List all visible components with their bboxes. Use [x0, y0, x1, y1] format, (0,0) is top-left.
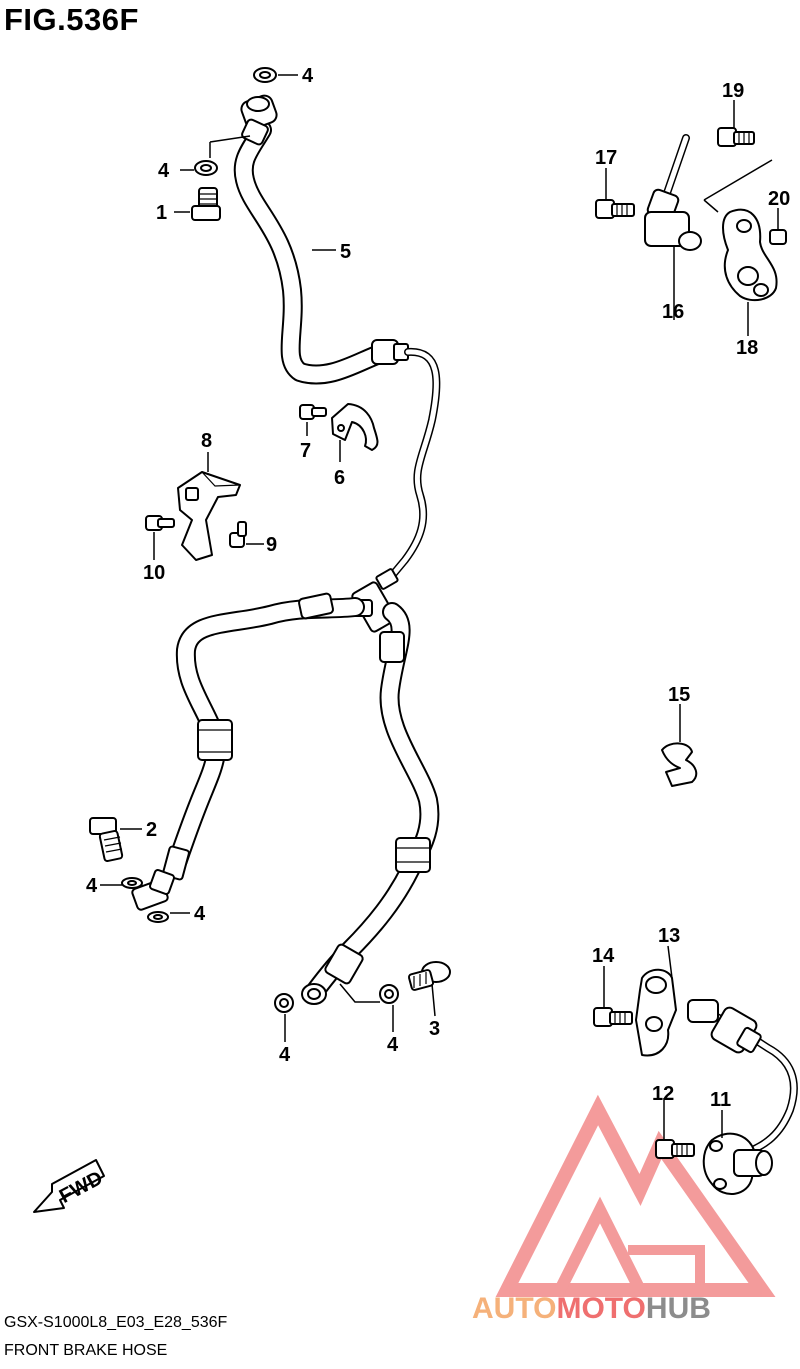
wheel-speed-sensor-11 — [687, 999, 798, 1195]
bolt-19 — [717, 127, 755, 147]
callout-2: 2 — [146, 819, 157, 841]
pin-20 — [769, 229, 787, 245]
callout-12: 12 — [652, 1083, 674, 1105]
right-lower-brake-hose — [301, 602, 440, 1005]
callout-4-left-1: 4 — [86, 875, 98, 897]
figure-title: FIG.536F — [4, 2, 139, 37]
watermark-hub: HUB — [646, 1292, 711, 1325]
callout-4-left-2: 4 — [194, 903, 206, 925]
leader-lines — [100, 74, 779, 1140]
model-code: GSX-S1000L8_E03_E28_536F — [4, 1314, 228, 1331]
callout-labels: 4 4 1 5 7 6 8 9 10 2 4 4 4 4 3 15 16 17 … — [86, 65, 790, 1111]
hose-clamp-6 — [331, 403, 379, 451]
callout-11: 11 — [710, 1089, 731, 1111]
callout-4-top: 4 — [302, 65, 314, 87]
clamp-15 — [661, 742, 698, 787]
callout-1: 1 — [156, 202, 167, 224]
callout-19: 19 — [722, 80, 744, 102]
svg-text:AUTOMOTOHUB: AUTOMOTOHUB — [472, 1292, 711, 1325]
forward-direction-arrow: FWD — [33, 1159, 106, 1213]
bolt-17 — [595, 199, 635, 219]
watermark-logo — [495, 1094, 776, 1297]
union-bolt-1 — [191, 187, 221, 221]
callout-15: 15 — [668, 684, 690, 706]
sensor-bracket-13 — [635, 968, 677, 1057]
union-bolt-2 — [89, 817, 124, 863]
callout-5: 5 — [340, 241, 351, 263]
bolt-10 — [145, 515, 175, 531]
diagram-name: FRONT BRAKE HOSE — [4, 1342, 168, 1359]
callout-13: 13 — [658, 925, 680, 947]
hose-bracket-8 — [177, 471, 241, 561]
callout-4-bottom-2: 4 — [387, 1034, 399, 1056]
sensor-bracket-18 — [722, 208, 778, 302]
callout-14: 14 — [592, 945, 615, 967]
left-lower-brake-hose — [131, 592, 365, 911]
bolt-14 — [593, 1007, 633, 1027]
callout-20: 20 — [768, 188, 790, 210]
callout-4-bottom-1: 4 — [279, 1044, 291, 1066]
wheel-speed-sensor-16 — [644, 134, 702, 251]
bolt-9 — [229, 521, 247, 548]
callout-17: 17 — [595, 147, 617, 169]
callout-16: 16 — [662, 301, 684, 323]
callout-10: 10 — [143, 562, 165, 584]
watermark-moto: MOTO — [556, 1292, 645, 1325]
assembly-line-19 — [703, 159, 773, 213]
callout-3: 3 — [429, 1018, 440, 1040]
callout-7: 7 — [300, 440, 311, 462]
callout-9: 9 — [266, 534, 277, 556]
union-bolt-3 — [407, 961, 451, 991]
callout-4-upper: 4 — [158, 160, 170, 182]
callout-6: 6 — [334, 467, 345, 489]
watermark-auto: AUTO — [472, 1292, 556, 1325]
callout-18: 18 — [736, 337, 758, 359]
bolt-12 — [655, 1139, 695, 1159]
bolt-7 — [299, 404, 327, 420]
watermark-text: AUTOMOTOHUB — [472, 1292, 711, 1325]
upper-brake-hose — [233, 94, 441, 582]
callout-8: 8 — [201, 430, 212, 452]
